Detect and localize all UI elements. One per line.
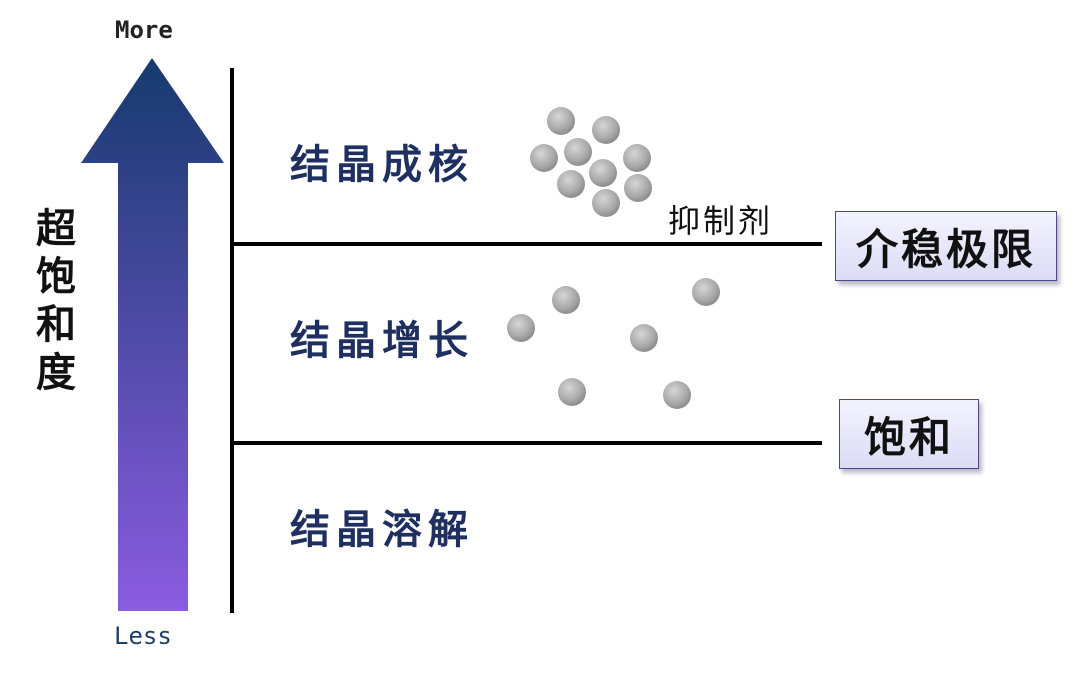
particle: [692, 278, 720, 306]
particle: [623, 144, 651, 172]
axis-title-supersaturation: 超 饱 和 度: [30, 205, 82, 397]
zone-label-dissolution: 结晶溶解: [290, 506, 474, 553]
particle: [630, 324, 658, 352]
metastable-limit-line: [234, 242, 822, 246]
particle: [663, 381, 691, 409]
particle: [592, 116, 620, 144]
axis-title-char: 饱: [36, 253, 76, 300]
inhibitor-label: 抑制剂: [668, 202, 774, 240]
axis-title-char: 和: [36, 301, 76, 348]
saturation-line: [234, 441, 822, 445]
axis-title-char: 度: [36, 349, 76, 396]
particle: [564, 138, 592, 166]
particle: [558, 378, 586, 406]
zone-label-growth: 结晶增长: [290, 317, 474, 364]
particle: [624, 174, 652, 202]
particle: [592, 189, 620, 217]
particle: [547, 107, 575, 135]
arrow-shape: [81, 58, 224, 611]
zone-label-nucleation: 结晶成核: [290, 141, 474, 188]
axis-title-char: 超: [36, 205, 76, 252]
axis-label-more: More: [115, 16, 173, 44]
vertical-axis-line: [230, 68, 234, 613]
particle: [552, 286, 580, 314]
saturation-box: 饱和: [839, 399, 979, 469]
particle: [589, 159, 617, 187]
particle: [530, 144, 558, 172]
particle: [557, 170, 585, 198]
supersaturation-arrow: [81, 58, 224, 611]
metastable-limit-box: 介稳极限: [835, 211, 1057, 281]
particle: [507, 314, 535, 342]
axis-label-less: Less: [114, 622, 172, 650]
